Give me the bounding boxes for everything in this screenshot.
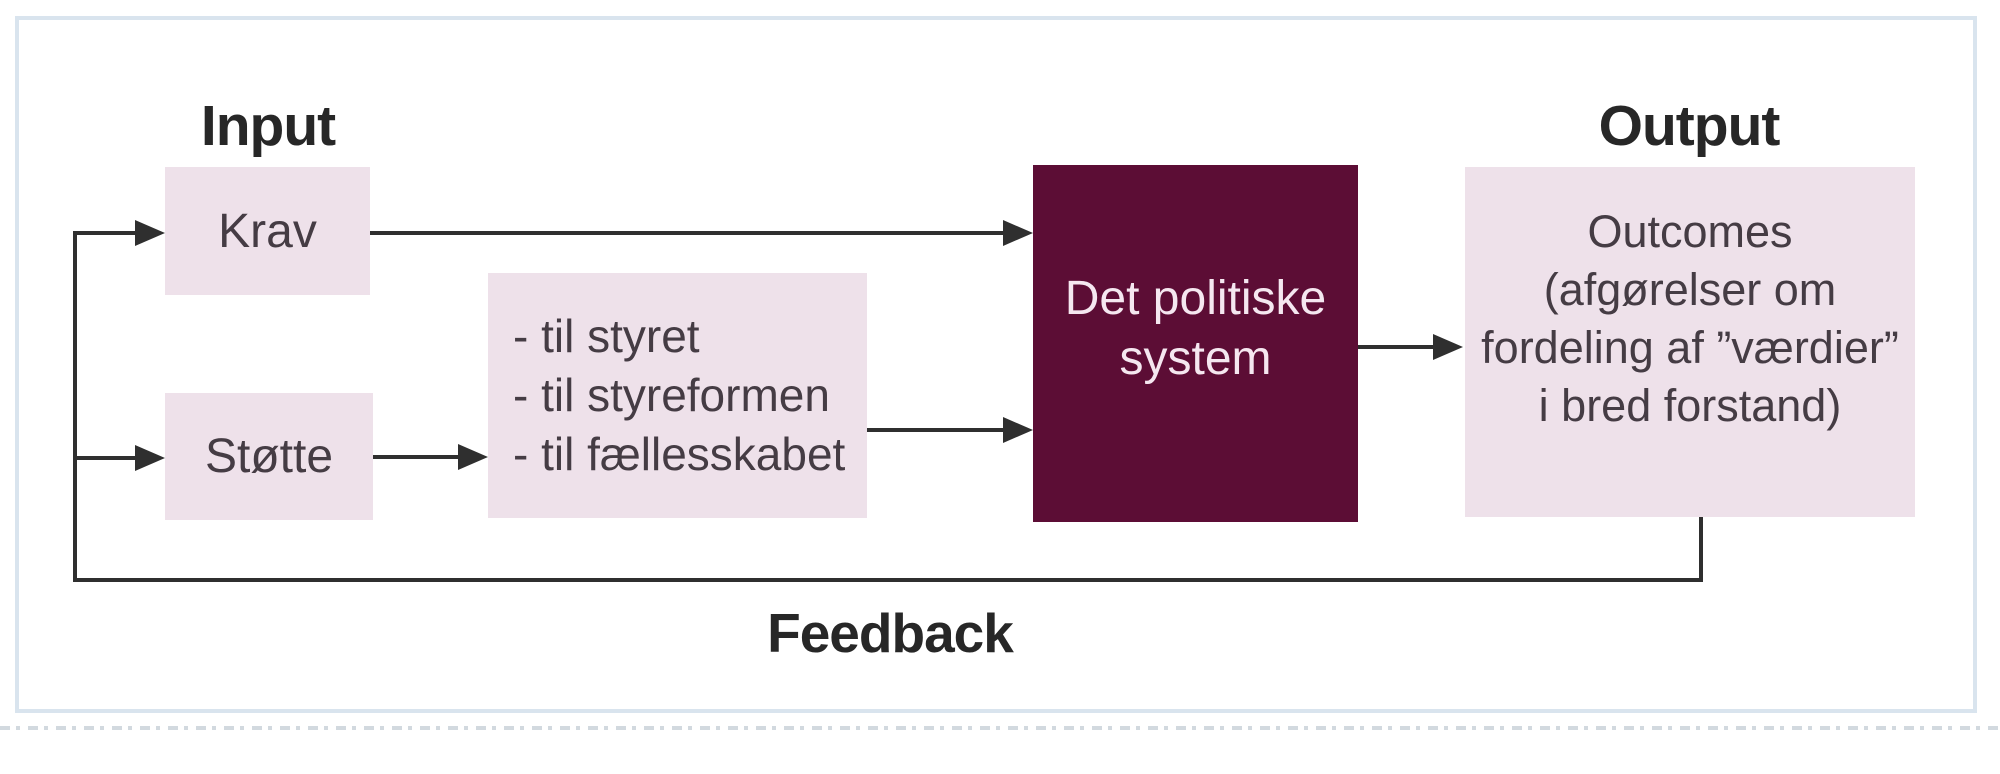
support-target-line: - til fællesskabet <box>513 428 846 480</box>
feedback-heading: Feedback <box>767 602 1014 664</box>
arrowhead-krav-to-system-icon <box>1003 220 1033 246</box>
arrow-line-to-stoette <box>75 456 137 460</box>
node-stoette-label: Støtte <box>204 430 334 483</box>
node-support-targets: - til styret - til styreformen - til fæl… <box>488 273 867 518</box>
feedback-line-left-up <box>73 231 77 582</box>
node-krav: Krav <box>165 167 370 295</box>
arrowhead-system-to-outcomes-icon <box>1433 334 1463 360</box>
arrowhead-into-krav-icon <box>135 220 165 246</box>
node-stoette: Støtte <box>165 393 373 520</box>
node-krav-label: Krav <box>218 204 317 258</box>
outcomes-line: fordeling af ”værdier” <box>1481 322 1899 373</box>
arrowhead-into-stoette-icon <box>135 445 165 471</box>
output-heading: Output <box>1598 94 1781 158</box>
feedback-line-bottom <box>73 578 1703 582</box>
arrow-line-targets-to-system <box>867 428 1003 432</box>
node-outcomes: Outcomes (afgørelser om fordeling af ”væ… <box>1465 167 1915 517</box>
arrow-line-krav-to-system <box>370 231 1003 235</box>
outcomes-line: i bred forstand) <box>1538 380 1842 431</box>
input-heading: Input <box>200 94 336 158</box>
perforation-dashes <box>0 726 2000 730</box>
arrow-line-to-krav <box>75 231 137 235</box>
arrow-line-stoette-to-targets <box>373 455 458 459</box>
node-political-system: Det politiske system <box>1033 165 1358 522</box>
political-system-line: Det politiske <box>1064 271 1327 325</box>
political-system-line: system <box>1119 331 1272 385</box>
arrow-line-system-to-outcomes <box>1358 345 1433 349</box>
support-target-line: - til styreformen <box>513 369 830 421</box>
support-target-line: - til styret <box>513 310 700 362</box>
feedback-line-down-from-outcomes <box>1699 517 1703 582</box>
arrowhead-targets-to-system-icon <box>1003 417 1033 443</box>
outcomes-line: (afgørelser om <box>1543 264 1837 315</box>
arrowhead-stoette-to-targets-icon <box>458 444 488 470</box>
outcomes-line: Outcomes <box>1587 206 1793 257</box>
